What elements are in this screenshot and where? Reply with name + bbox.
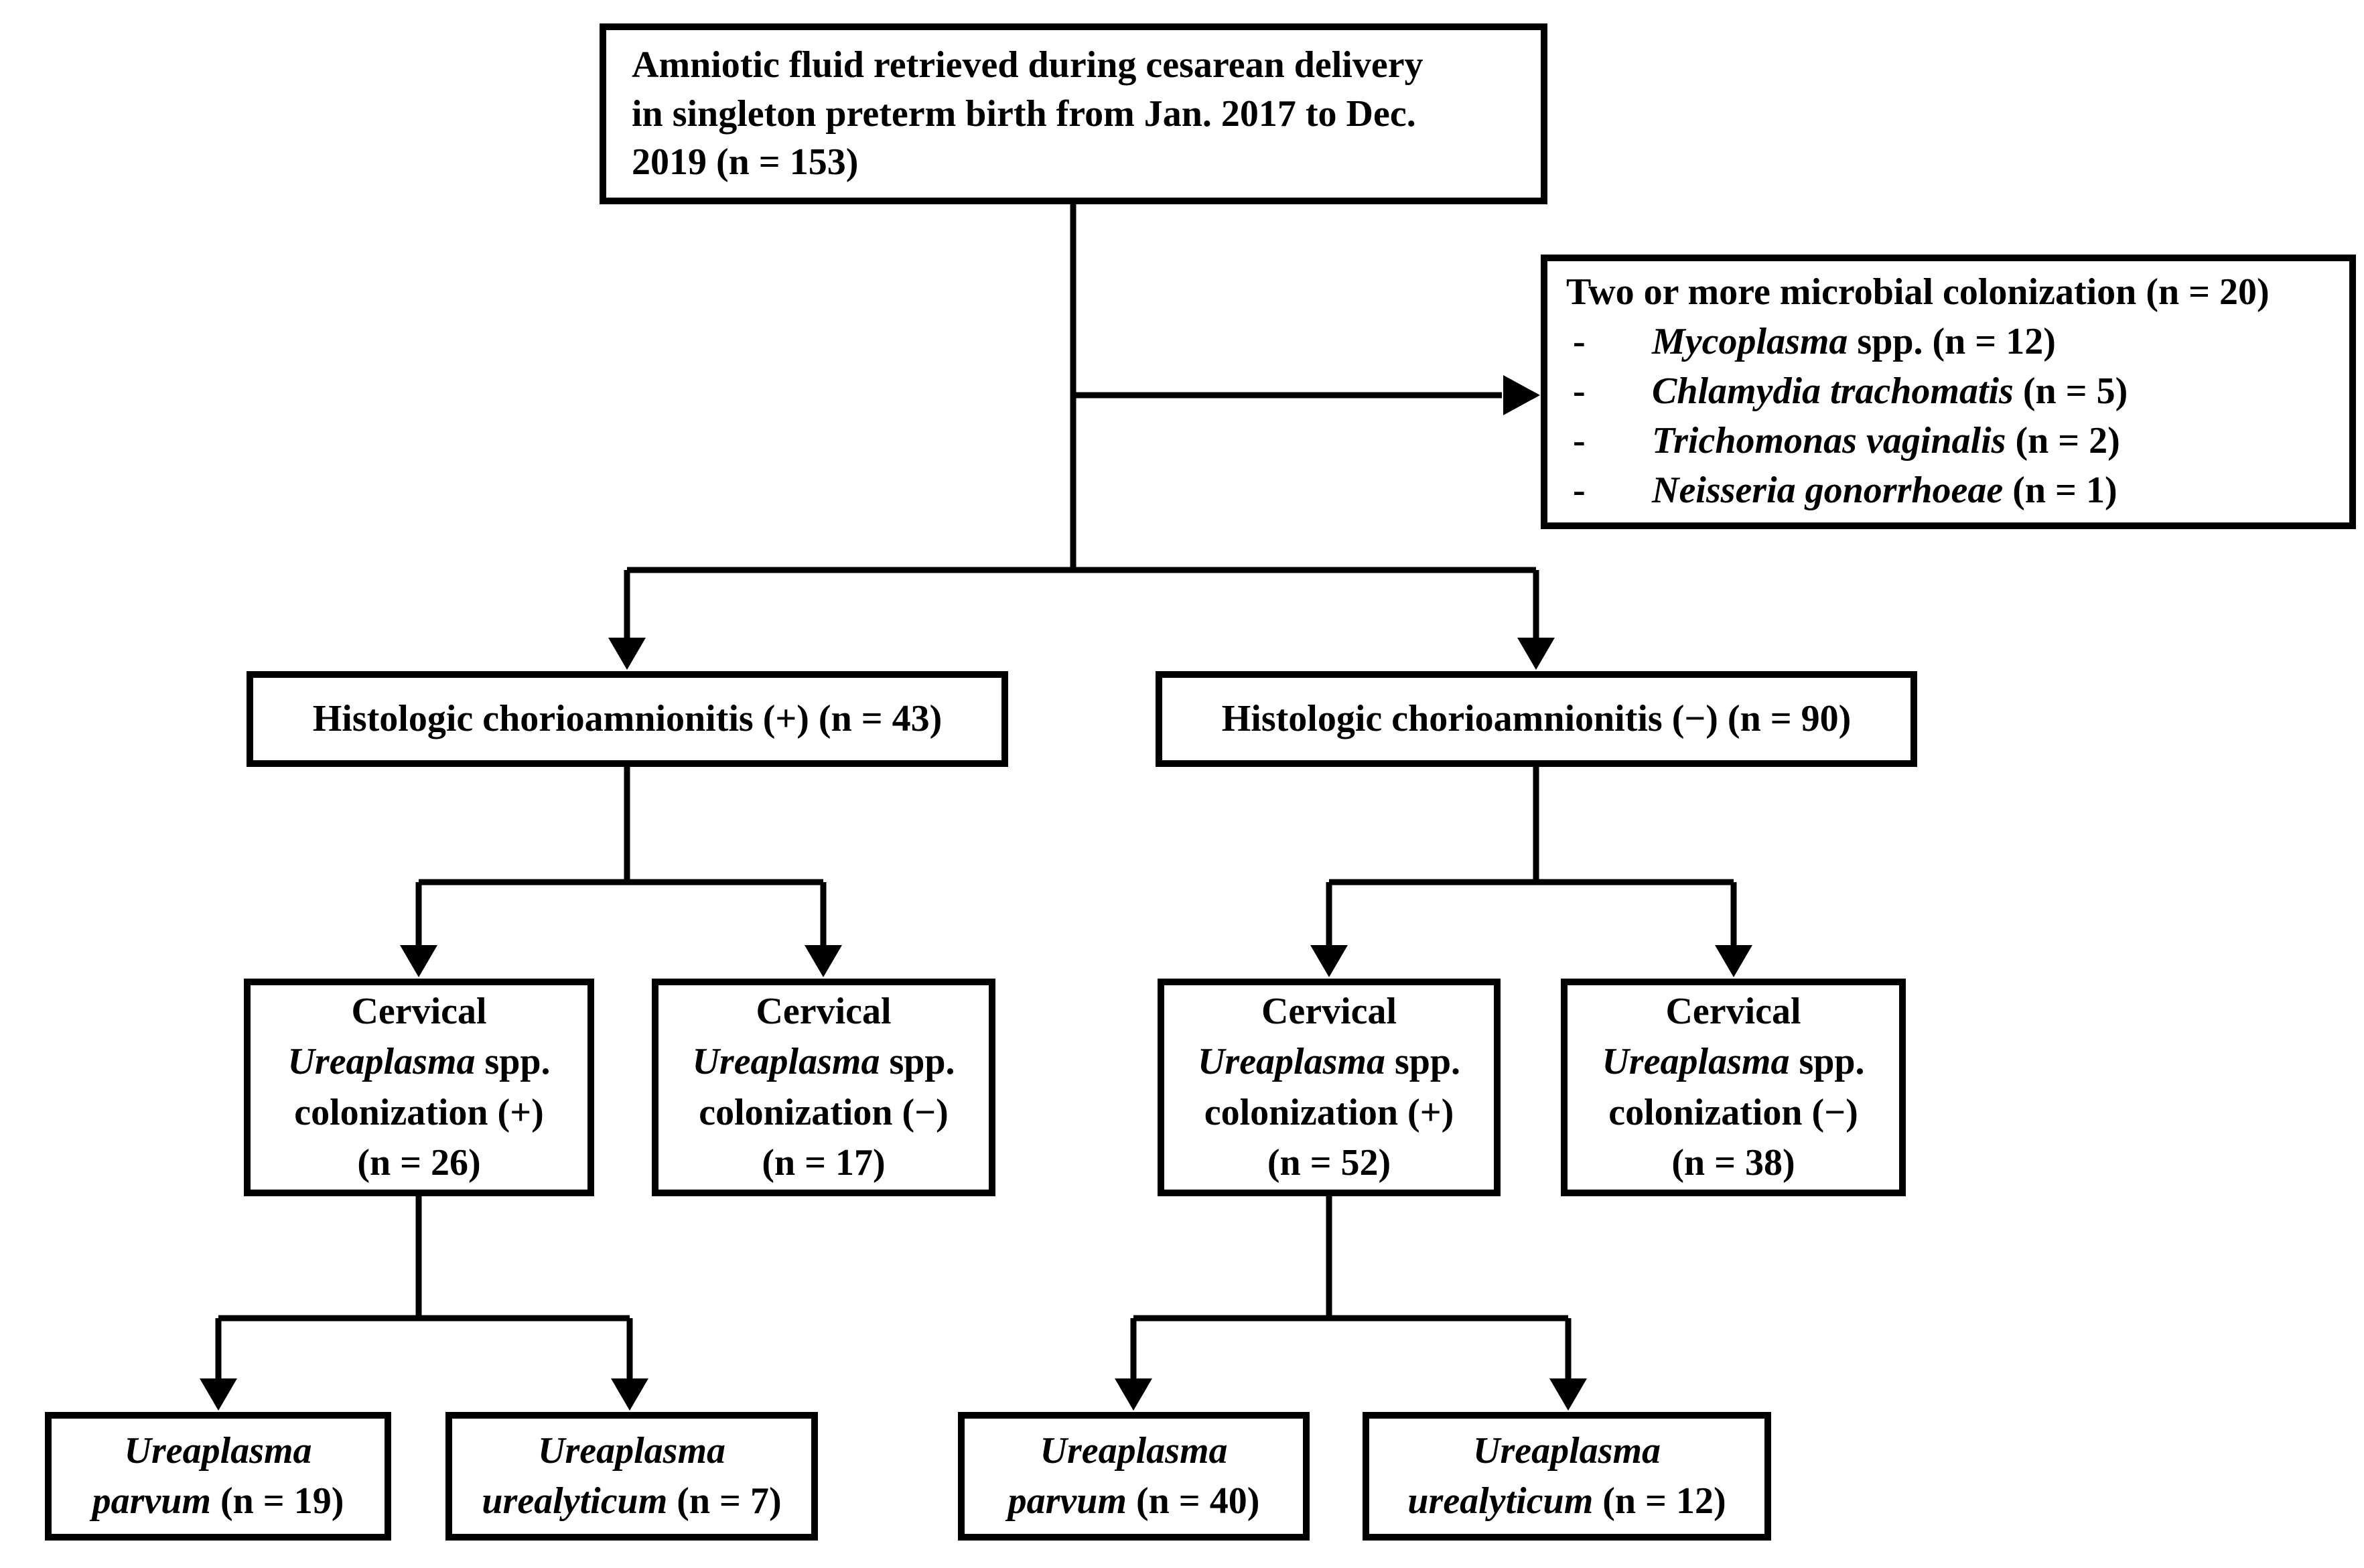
box-cervical-colonization-negative-right: Cervical Ureaplasma spp. colonization (−… [1561, 979, 1906, 1196]
arrowhead-down-icon [1115, 1378, 1152, 1411]
genus-suffix: spp. [880, 1041, 955, 1083]
box-text-line: (n = 26) [357, 1141, 481, 1184]
genus-suffix: spp. [1789, 1041, 1865, 1083]
box-text-line: urealyticum (n = 7) [452, 1476, 811, 1526]
box-text-line: Cervical [351, 991, 487, 1033]
exclusion-item-text: Chlamydia trachomatis (n = 5) [1652, 367, 2128, 417]
species-name: parvum [92, 1480, 211, 1522]
genus-name: Ureaplasma [692, 1041, 880, 1083]
exclusion-item-text: Trichomonas vaginalis (n = 2) [1652, 417, 2120, 466]
box-text-line: colonization (+) [294, 1091, 544, 1133]
box-text-line: Amniotic fluid retrieved during cesarean… [632, 44, 1423, 86]
genus-name: Ureaplasma [538, 1429, 725, 1472]
box-text-line: Ureaplasma [52, 1426, 385, 1476]
species-name: parvum [1007, 1480, 1127, 1522]
exclusion-item: - Neisseria gonorrhoeae (n = 1) [1566, 466, 2331, 516]
genus-name: Ureaplasma [1602, 1041, 1790, 1083]
species-count: (n = 7) [667, 1480, 782, 1522]
species-name: Mycoplasma [1652, 321, 1848, 363]
box-text-line: (n = 52) [1267, 1141, 1391, 1184]
exclusion-item: - Trichomonas vaginalis (n = 2) [1566, 417, 2331, 466]
box-text-line: Cervical [756, 991, 892, 1033]
box-chorioamnionitis-negative: Histologic chorioamnionitis (−) (n = 90) [1156, 671, 1917, 767]
exclusion-item-text: Mycoplasma spp. (n = 12) [1652, 317, 2056, 367]
species-count: (n = 1) [2003, 469, 2117, 511]
genus-suffix: spp. [1385, 1041, 1461, 1083]
species-name: Trichomonas vaginalis [1652, 419, 2006, 461]
box-text-line: colonization (−) [699, 1091, 949, 1133]
genus-name: Ureaplasma [1040, 1429, 1228, 1472]
box-text-line: Ureaplasma [965, 1426, 1303, 1476]
genus-name: Ureaplasma [124, 1429, 312, 1472]
species-name: Neisseria gonorrhoeae [1652, 469, 2004, 511]
box-text-line: colonization (−) [1608, 1091, 1858, 1133]
arrowhead-down-icon [1549, 1378, 1587, 1411]
box-text-line: colonization (+) [1204, 1091, 1454, 1133]
box-cervical-colonization-positive-right: Cervical Ureaplasma spp. colonization (+… [1158, 979, 1501, 1196]
box-text-line: (n = 38) [1671, 1141, 1795, 1184]
arrowhead-down-icon [1715, 945, 1752, 977]
species-count: (n = 5) [2013, 370, 2128, 413]
box-text-line: Ureaplasma spp. [658, 1037, 989, 1087]
box-chorioamnionitis-positive: Histologic chorioamnionitis (+) (n = 43) [247, 671, 1008, 767]
box-text-line: Ureaplasma [1369, 1426, 1764, 1476]
arrowhead-down-icon [200, 1378, 237, 1411]
exclusion-item: - Chlamydia trachomatis (n = 5) [1566, 367, 2331, 417]
box-text-line: urealyticum (n = 12) [1369, 1476, 1764, 1526]
species-count: (n = 2) [2006, 419, 2120, 461]
box-cervical-colonization-negative-left: Cervical Ureaplasma spp. colonization (−… [652, 979, 995, 1196]
species-count: (n = 12) [1593, 1480, 1726, 1522]
species-name: Chlamydia trachomatis [1652, 370, 2014, 413]
flow-line [215, 204, 1737, 1381]
box-text-line: parvum (n = 40) [965, 1476, 1303, 1526]
box-text-line: Ureaplasma spp. [1568, 1037, 1899, 1087]
box-ureaplasma-urealyticum-right: Ureaplasma urealyticum (n = 12) [1363, 1412, 1771, 1541]
bullet-dash-icon: - [1573, 469, 1586, 511]
species-count: (n = 40) [1127, 1480, 1260, 1522]
species-count: (n = 19) [211, 1480, 344, 1522]
box-exclusion-microbial: Two or more microbial colonization (n = … [1541, 255, 2356, 529]
box-text-line: Ureaplasma [452, 1426, 811, 1476]
arrowhead-down-icon [805, 945, 842, 977]
box-text-line: 2019 (n = 153) [632, 141, 859, 184]
box-text-line: (n = 17) [762, 1141, 886, 1184]
arrowhead-right-icon [1503, 375, 1540, 415]
arrowhead-down-icon [400, 945, 437, 977]
bullet-dash-icon: - [1573, 370, 1586, 413]
genus-suffix: spp. [475, 1041, 551, 1083]
box-cervical-colonization-positive-left: Cervical Ureaplasma spp. colonization (+… [244, 979, 594, 1196]
box-amniotic-fluid-source: Amniotic fluid retrieved during cesarean… [600, 23, 1547, 204]
box-text-line: Histologic chorioamnionitis (+) (n = 43) [312, 698, 943, 740]
genus-name: Ureaplasma [287, 1041, 476, 1083]
genus-name: Ureaplasma [1473, 1429, 1661, 1472]
arrowhead-down-icon [608, 638, 646, 670]
genus-name: Ureaplasma [1197, 1041, 1385, 1083]
box-ureaplasma-parvum-right: Ureaplasma parvum (n = 40) [958, 1412, 1310, 1541]
arrowhead-down-icon [611, 1378, 648, 1411]
box-text-line: in singleton preterm birth from Jan. 201… [632, 92, 1416, 135]
bullet-dash-icon: - [1573, 321, 1586, 363]
bullet-dash-icon: - [1573, 419, 1586, 461]
box-ureaplasma-parvum-left: Ureaplasma parvum (n = 19) [45, 1412, 391, 1541]
arrowhead-down-icon [1517, 638, 1555, 670]
species-name: urealyticum [1407, 1480, 1594, 1522]
box-text-line: Cervical [1665, 991, 1801, 1033]
box-text-line: Histologic chorioamnionitis (−) (n = 90) [1221, 698, 1852, 740]
box-text-line: parvum (n = 19) [52, 1476, 385, 1526]
exclusion-item: - Mycoplasma spp. (n = 12) [1566, 317, 2331, 367]
box-ureaplasma-urealyticum-left: Ureaplasma urealyticum (n = 7) [445, 1412, 818, 1541]
box-text-line: Ureaplasma spp. [251, 1037, 587, 1087]
box-text-line: Cervical [1261, 991, 1397, 1033]
box-text-line: Ureaplasma spp. [1164, 1037, 1494, 1087]
exclusion-title: Two or more microbial colonization (n = … [1566, 271, 2270, 313]
species-name: urealyticum [482, 1480, 668, 1522]
arrowhead-down-icon [1310, 945, 1348, 977]
species-count: spp. (n = 12) [1848, 321, 2056, 363]
exclusion-item-text: Neisseria gonorrhoeae (n = 1) [1652, 466, 2117, 516]
